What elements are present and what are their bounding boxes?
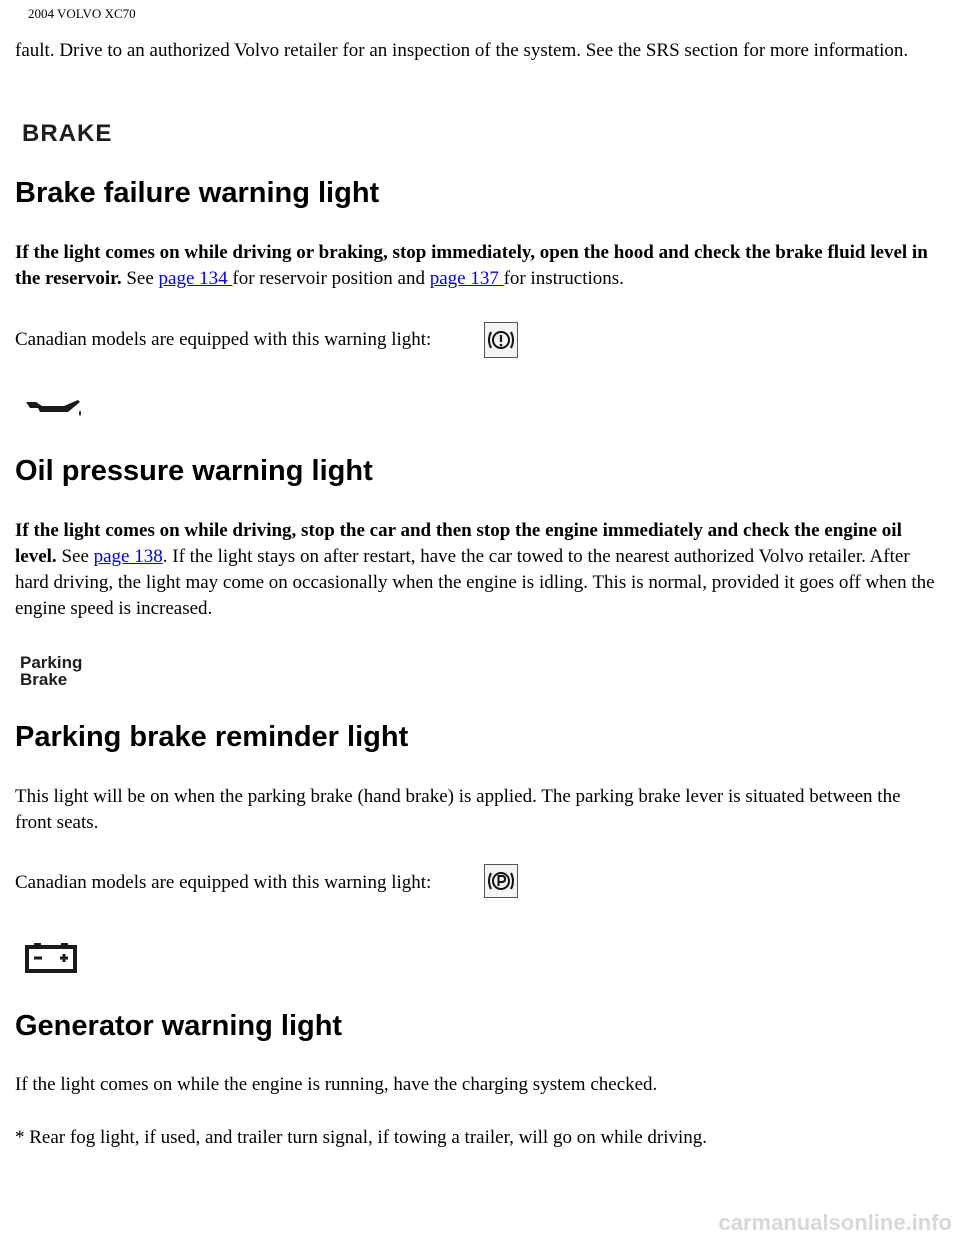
oil-see-text: See (56, 546, 94, 567)
page-137-link[interactable]: page 137 (429, 268, 504, 289)
watermark: carmanualsonline.info (718, 1210, 953, 1235)
brake-icon-label: BRAKE (22, 120, 113, 147)
oil-can-icon (22, 396, 86, 427)
parking-icon-line2: Brake (20, 670, 68, 689)
parking-icon-line1: Parking (20, 653, 83, 672)
circle-exclamation-brake-icon (484, 322, 518, 358)
circle-p-icon (484, 864, 518, 898)
brake-see-text: See (121, 268, 159, 289)
footnote: * Rear fog light, if used, and trailer t… (15, 1127, 708, 1148)
page-138-link[interactable]: page 138 (93, 546, 163, 567)
battery-icon (25, 941, 77, 978)
oil-rest-text: . If the light stays on after restart, h… (15, 546, 935, 619)
intro-text: fault. Drive to an authorized Volvo reta… (15, 40, 909, 61)
parking-brake-text-icon: Parking Brake (20, 654, 82, 688)
page-134-link[interactable]: page 134 (158, 268, 233, 289)
generator-paragraph: If the light comes on while the engine i… (15, 1074, 658, 1095)
brake-mid-text: for reservoir position and (232, 268, 430, 289)
oil-bold-text: If the light comes on while driving, sto… (15, 520, 902, 567)
brake-canadian-text: Canadian models are equipped with this w… (15, 329, 432, 350)
brake-text-icon: BRAKE (22, 121, 112, 147)
page-header: 2004 VOLVO XC70 (28, 6, 136, 21)
parking-heading: Parking brake reminder light (15, 721, 409, 753)
generator-heading: Generator warning light (15, 1010, 343, 1042)
parking-canadian-text: Canadian models are equipped with this w… (15, 872, 432, 893)
brake-end-text: for instructions. (503, 268, 624, 289)
brake-paragraph: If the light comes on while driving or b… (15, 240, 940, 292)
oil-heading: Oil pressure warning light (15, 455, 373, 487)
brake-bold-text: If the light comes on while driving or b… (15, 242, 928, 289)
oil-paragraph: If the light comes on while driving, sto… (15, 518, 940, 622)
parking-paragraph: This light will be on when the parking b… (15, 786, 901, 833)
brake-heading: Brake failure warning light (15, 177, 380, 209)
